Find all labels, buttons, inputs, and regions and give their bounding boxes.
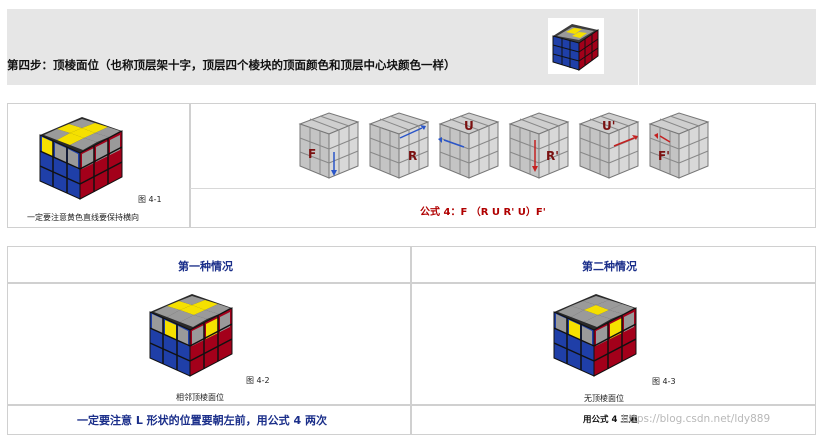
case1-title: 第一种情况 (178, 260, 233, 273)
move-cube-1: F (296, 110, 362, 186)
step-title: 第四步：顶棱面位（也称顶层架十字，顶层四个棱块的顶面颜色和顶层中心块颜色一样） (7, 58, 456, 72)
case1-footer: 一定要注意 L 形状的位置要朝左前，用公式 4 两次 (77, 414, 327, 427)
move-label: F (308, 147, 316, 161)
move-cube-4: R' (506, 110, 572, 186)
rubiks-cube-icon: R' (508, 112, 570, 179)
case2-footer: 用公式 4 三遍 (583, 415, 638, 425)
rubiks-cube-icon: U (438, 112, 500, 179)
rubiks-cube-icon: F' (648, 112, 710, 179)
arrow-icon (399, 127, 423, 139)
rubiks-cube-icon (548, 18, 604, 74)
header-cube-image (548, 18, 604, 78)
case1-header-cell (7, 246, 411, 283)
figure-4-1-note: 一定要注意黄色直线要保持横向 (27, 213, 139, 222)
figure-4-3-cube (553, 294, 637, 377)
figure-4-2-note: 相邻顶棱面位 (176, 393, 224, 402)
figure-4-2-label: 图 4-2 (246, 376, 270, 385)
watermark: https://blog.csdn.net/ldy889 (622, 413, 771, 425)
figure-4-1-label: 图 4-1 (138, 195, 162, 204)
moves-divider (190, 188, 816, 189)
figure-4-3-note: 无顶棱面位 (584, 394, 624, 403)
figure-4-1-cube (39, 117, 123, 200)
formula-4: 公式 4：F （R U R' U）F' (420, 207, 546, 218)
arrow-icon (443, 139, 465, 148)
move-label: F' (658, 149, 670, 163)
case1-footer-cell (7, 405, 411, 435)
case2-header-cell (411, 246, 816, 283)
move-label: R' (546, 149, 559, 163)
move-cube-6: F' (646, 110, 712, 186)
arrow-icon (659, 135, 671, 143)
move-cube-5: U' (576, 110, 642, 186)
figure-4-2-cube (149, 294, 233, 377)
rubiks-cube-icon: R (368, 112, 430, 179)
case2-footer-cell (411, 405, 816, 435)
move-label: U (464, 119, 474, 133)
move-label: R (408, 149, 417, 163)
rubiks-cube-icon: U' (578, 112, 640, 179)
move-cube-3: U (436, 110, 502, 186)
header-divider (638, 9, 639, 85)
move-cube-2: R (366, 110, 432, 186)
arrow-icon (613, 137, 635, 147)
case2-title: 第二种情况 (582, 260, 637, 273)
figure-4-3-label: 图 4-3 (652, 377, 676, 386)
rubiks-cube-icon: F (298, 112, 360, 179)
step-header (7, 9, 816, 85)
moves-cell (190, 103, 816, 228)
move-label: U' (602, 119, 615, 133)
